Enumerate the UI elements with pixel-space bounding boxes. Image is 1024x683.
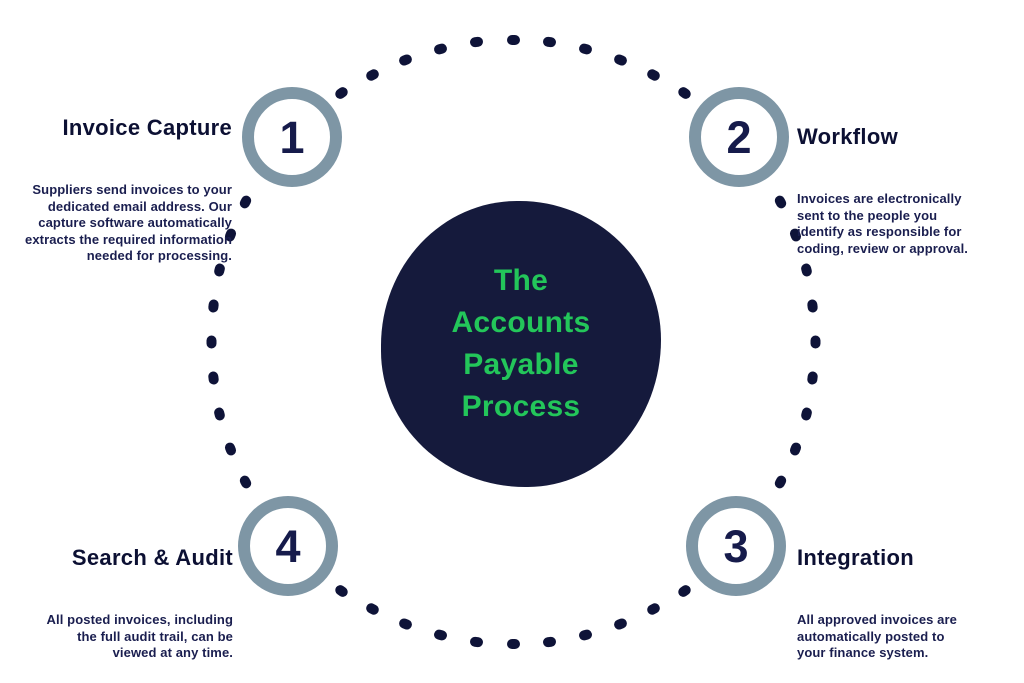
ring-dot: [807, 371, 819, 386]
step-2-number: 2: [726, 111, 752, 163]
ring-dot: [810, 335, 820, 349]
ring-dot: [542, 36, 557, 48]
step-4-title: Search & Audit: [71, 545, 233, 570]
ring-dot: [676, 85, 693, 102]
center-circle: The Accounts Payable Process: [381, 201, 661, 487]
step-3-body: All approved invoices are automatically …: [797, 612, 958, 660]
ring-dot: [238, 474, 254, 491]
ring-dot: [542, 636, 557, 648]
step-4-text-block: Search & Audit All posted invoices, incl…: [47, 509, 233, 683]
step-4-body: All posted invoices, including the full …: [46, 612, 233, 660]
step-2-text-block: Workflow Invoices are electronically sen…: [797, 88, 968, 293]
ring-dot: [807, 298, 819, 313]
ring-dot: [398, 617, 414, 632]
step-4-number: 4: [275, 520, 301, 572]
ring-dot: [433, 42, 449, 56]
step-3-number: 3: [723, 520, 749, 572]
ring-dot: [398, 52, 414, 67]
ring-dot: [799, 406, 813, 422]
step-4-badge: 4: [238, 496, 338, 596]
step-2-title: Workflow: [797, 124, 898, 149]
ring-dot: [469, 636, 484, 648]
step-1-title: Invoice Capture: [62, 115, 232, 140]
ring-dot: [577, 42, 593, 56]
step-1-number: 1: [279, 111, 305, 163]
ring-dot: [577, 628, 593, 642]
ring-dot: [772, 193, 788, 210]
ring-dot: [645, 67, 662, 83]
ring-dot: [206, 335, 216, 349]
ring-dot: [333, 582, 350, 599]
step-3-text-block: Integration All approved invoices are au…: [797, 509, 957, 683]
ring-dot: [213, 406, 227, 422]
ring-dot: [207, 371, 219, 386]
ring-dot: [223, 441, 238, 457]
step-2-body: Invoices are electronically sent to the …: [797, 191, 969, 256]
step-1-text-block: Invoice Capture Suppliers send invoices …: [25, 79, 232, 301]
step-3-title: Integration: [797, 545, 914, 570]
center-title: The Accounts Payable Process: [451, 264, 591, 423]
ring-dot: [612, 52, 628, 67]
ring-dot: [364, 67, 381, 83]
ring-dot: [506, 35, 520, 45]
ring-dot: [433, 628, 449, 642]
ring-dot: [612, 617, 628, 632]
ring-dot: [333, 85, 350, 102]
ring-dot: [788, 441, 803, 457]
step-1-body: Suppliers send invoices to your dedicate…: [24, 182, 232, 263]
step-2-badge: 2: [689, 87, 789, 187]
ring-dot: [207, 298, 219, 313]
ring-dot: [676, 582, 693, 599]
ring-dot: [238, 193, 254, 210]
ring-dot: [772, 474, 788, 491]
ring-dot: [469, 36, 484, 48]
step-1-badge: 1: [242, 87, 342, 187]
ring-dot: [364, 601, 381, 617]
ring-dot: [645, 601, 662, 617]
step-3-badge: 3: [686, 496, 786, 596]
ring-dot: [506, 639, 520, 649]
